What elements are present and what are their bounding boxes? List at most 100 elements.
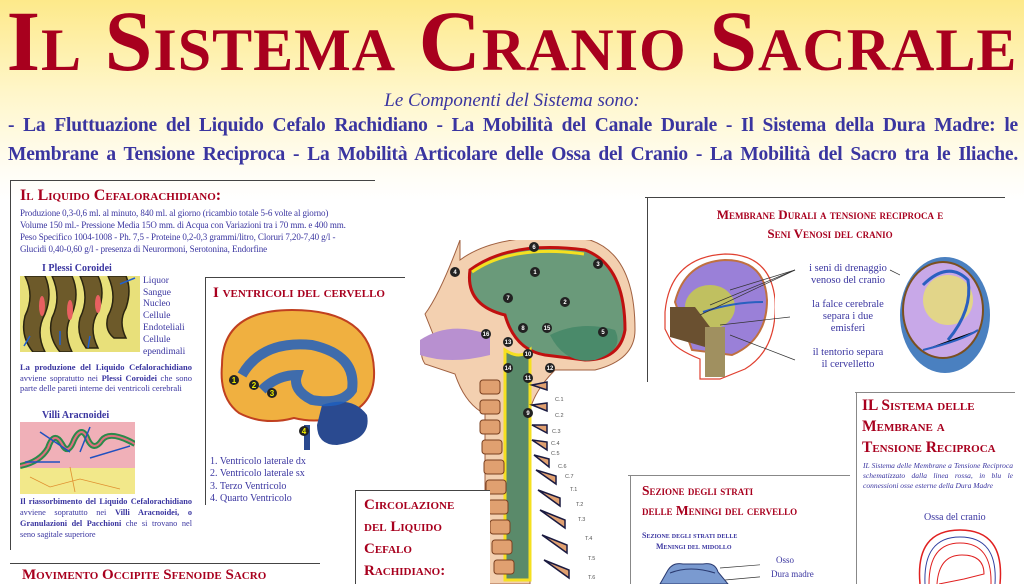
- list-item: 4. Quarto Ventricolo: [210, 492, 292, 504]
- heading-line: Seni Venosi del cranio: [767, 226, 893, 241]
- divider: [855, 392, 1015, 393]
- caption-text: avviene sopratutto nei: [20, 372, 102, 383]
- spine-marker: 5: [601, 330, 605, 336]
- label-leader-lines: [699, 269, 900, 361]
- durali-heading: Membrane Durali a tensione reciproca e S…: [650, 205, 1010, 243]
- vertebra-label: T.4: [585, 536, 592, 542]
- fact-line: Produzione 0,3-0,6 ml. al minuto, 840 ml…: [20, 208, 329, 218]
- caption-bold: Plessi Coroidei: [101, 372, 157, 383]
- ventricoli-heading: I ventricoli del cervello: [213, 285, 385, 301]
- spine-marker: 9: [526, 411, 530, 417]
- spine-marker: 3: [596, 262, 600, 268]
- spine-marker: 4: [453, 270, 457, 276]
- spine-marker: 7: [506, 296, 510, 302]
- liquido-heading: Il Liquido Cefalorachidiano:: [20, 187, 222, 204]
- poster-subtitle: Le Componenti del Sistema sono:: [384, 90, 640, 111]
- brain-ventricles-illustration: 1 2 3 4: [220, 308, 376, 450]
- label-ependimali: ependimali: [143, 346, 186, 357]
- fact-line: Glucidi 0,40-0,60 g/l - presenza di Neur…: [20, 244, 268, 254]
- label-osso: Osso: [776, 555, 795, 565]
- spine-marker: 11: [525, 376, 532, 382]
- components-line-2: Membrane a Tensione Reciproca - La Mobil…: [8, 144, 1018, 165]
- poster-title: Il Sistema Cranio Sacrale: [6, 0, 1018, 89]
- components-line-1: - La Fluttuazione del Liquido Cefalo Rac…: [8, 115, 1018, 136]
- divider: [647, 197, 648, 382]
- divider: [10, 563, 320, 564]
- divider: [355, 490, 356, 584]
- vertebra-label: T.2: [576, 502, 583, 508]
- divider: [205, 277, 405, 278]
- label-tentorio: il tentorio separa: [812, 347, 884, 358]
- list-item: 3. Terzo Ventricolo: [210, 480, 287, 492]
- villi-caption: Il riassorbimento del Liquido Cefalorach…: [20, 496, 192, 540]
- spine-marker: 10: [525, 352, 532, 358]
- heading-line: Membrane Durali a tensione reciproca e: [716, 207, 944, 222]
- circolazione-heading: Circolazione del Liquido Cefalo Rachidia…: [364, 494, 454, 582]
- spine-marker: 12: [547, 366, 554, 372]
- vertebra-label: C.2: [555, 413, 564, 419]
- vertebra-label: C.6: [558, 464, 567, 470]
- subheading-line: Meningi del midollo: [656, 542, 732, 551]
- vertebra-label: C.3: [552, 429, 561, 435]
- label-falce: la falce cerebrale: [812, 299, 884, 310]
- divider: [630, 475, 631, 584]
- spine-marker: 15: [544, 326, 551, 332]
- heading-line: Sezione degli strati: [642, 483, 754, 498]
- vertebra-label: T.6: [588, 575, 595, 581]
- caption-bold: Villi Aracnoidei, o Granulazioni del Pac…: [20, 508, 192, 528]
- durali-labels: i seni di drenaggio venoso del cranio la…: [798, 263, 898, 371]
- subheading-line: Sezione degli strati delle: [642, 531, 738, 540]
- label-sangue: Sangue: [143, 287, 171, 298]
- heading-line: delle Meningi del cervello: [642, 503, 798, 518]
- label-endoteliali: Endoteliali: [143, 323, 185, 334]
- label-falce-3: emisferi: [830, 323, 866, 334]
- vertebra-label: C.7: [565, 474, 574, 480]
- reciprocal-tension-diagram: [918, 529, 1002, 584]
- ventricoli-list: 1. Ventricolo laterale dx 2. Ventricolo …: [210, 456, 306, 505]
- spine-marker: 1: [533, 270, 537, 276]
- divider: [628, 475, 850, 476]
- caption-bold: Il riassorbimento del Liquido Cefalorach…: [20, 497, 192, 506]
- spine-marker: 16: [483, 332, 490, 338]
- heading-line: IL Sistema delle: [862, 397, 975, 414]
- label-tentorio-2: il cervelletto: [821, 359, 875, 370]
- list-item: 1. Ventricolo laterale dx: [210, 456, 306, 467]
- spine-marker: 14: [505, 366, 512, 372]
- label-liquor: Liquor: [143, 276, 169, 286]
- heading-line: Cefalo: [364, 541, 412, 557]
- label-falce-2: separa i due: [822, 311, 874, 322]
- vertebra-label: C.4: [551, 441, 560, 447]
- fact-line: Volume 150 ml.- Pressione Media 15O mm. …: [20, 220, 346, 230]
- cranial-spinal-illustration: 1 2 3 4 5 6 7 8 9 10 11 12 13 14 15 16 C…: [420, 240, 636, 584]
- label-cellule-2: Cellule: [143, 334, 171, 345]
- head-dural-membranes-illustration: [664, 253, 775, 380]
- divider: [10, 180, 11, 550]
- ventricle-marker: 1: [232, 376, 237, 385]
- ossa-label: Ossa del cranio: [924, 512, 986, 523]
- divider: [856, 392, 857, 584]
- label-dura-madre: Dura madre: [771, 569, 814, 579]
- plessi-labels: Liquor Sangue Nucleo Cellule Endoteliali…: [143, 276, 185, 358]
- divider: [205, 277, 206, 505]
- ventricle-marker: 2: [252, 381, 257, 390]
- caption-bold: La produzione del Liquido Cefalorachidia…: [20, 362, 192, 372]
- spine-marker: 2: [563, 300, 567, 306]
- liquido-facts: Produzione 0,3-0,6 ml. al minuto, 840 ml…: [20, 207, 346, 255]
- caption-text: avviene sopratutto nei: [20, 508, 115, 517]
- meningi-heading: Sezione degli strati delle Meningi del c…: [642, 481, 797, 521]
- divider: [355, 490, 490, 491]
- label-seni: i seni di drenaggio: [809, 263, 887, 274]
- heading-line: Tensione Reciproca: [862, 439, 996, 456]
- vertebra-label: T.3: [578, 517, 585, 523]
- divider: [645, 197, 1005, 198]
- spine-marker: 13: [505, 340, 512, 346]
- heading-line: Rachidiano:: [364, 563, 446, 579]
- skull-top-falx-illustration: [900, 257, 990, 373]
- circolazione-panel: [355, 490, 490, 584]
- label-seni-2: venoso del cranio: [810, 275, 886, 286]
- list-item: 2. Ventricolo laterale sx: [210, 468, 305, 480]
- movimento-heading: Movimento Occipite Sfenoide Sacro: [22, 567, 267, 583]
- sistema-membrane-text: IL Sistema delle Membrane a Tensione Rec…: [863, 461, 1013, 490]
- vertebra-label: T.5: [588, 556, 595, 562]
- label-cellule: Cellule: [143, 310, 171, 321]
